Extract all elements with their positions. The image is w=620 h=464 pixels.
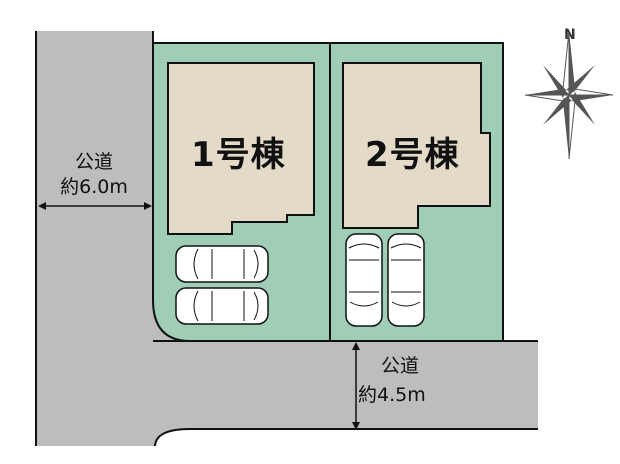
road-south-name: 公道 <box>380 355 419 377</box>
road-west-name: 公道 <box>74 151 113 173</box>
building-2-label: 2号棟 <box>365 135 460 175</box>
car-icon <box>175 245 269 283</box>
road-west-width: 約6.0m <box>60 176 128 198</box>
building-1-label: 1号棟 <box>191 135 286 175</box>
building-1 <box>167 62 315 235</box>
dimension-arrow-south <box>352 342 360 430</box>
road-south-width: 約4.5m <box>358 384 426 406</box>
car-icon <box>387 233 425 327</box>
compass-north-label: N <box>564 27 576 43</box>
car-icon <box>175 287 269 325</box>
dimension-arrow-west <box>38 202 152 210</box>
building-2 <box>342 62 491 229</box>
compass-rose-icon <box>524 30 614 160</box>
car-icon <box>345 233 383 327</box>
